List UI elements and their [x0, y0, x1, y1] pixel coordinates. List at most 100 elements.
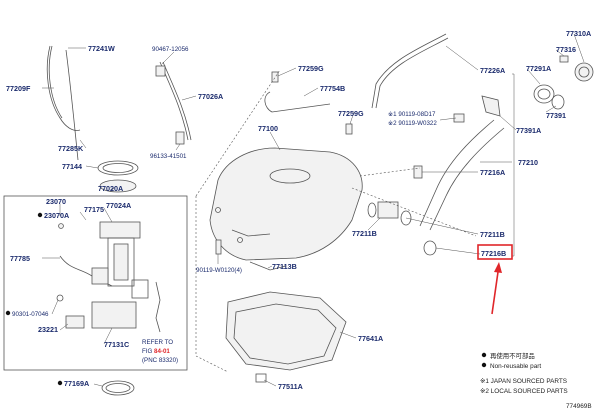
label-23070a[interactable]: 23070A [44, 211, 69, 220]
filler-neck [481, 95, 501, 117]
label-77259g-mid[interactable]: 77259G [338, 109, 364, 118]
part-90119-w0120: 90119-W0120 [196, 267, 235, 274]
leader-77211b-right [405, 217, 479, 235]
label-90119-08d17[interactable]: ※1 90119-08D17 [388, 111, 436, 118]
legend-dot-1 [481, 352, 487, 358]
leader-90119-08d17 [439, 117, 457, 121]
bolt-90119-w0120 [215, 239, 222, 255]
label-77210[interactable]: 77210 [518, 158, 538, 167]
pump-flange [99, 221, 141, 239]
protector-77641a [225, 291, 347, 371]
pump-motor [113, 243, 129, 281]
refer-line-2[interactable]: FIG 84-01 [142, 348, 170, 355]
vent-tube-77754b [264, 91, 331, 113]
clamp-77216b [423, 240, 437, 256]
label-77100[interactable]: 77100 [258, 124, 278, 133]
label-77175[interactable]: 77175 [84, 205, 104, 214]
leader-77285k [79, 139, 87, 149]
leader-77754b [303, 87, 319, 97]
label-77226a[interactable]: 77226A [480, 66, 505, 75]
diagram-id: 774969B [566, 403, 592, 410]
label-77291a[interactable]: 77291A [526, 64, 551, 73]
refer-fig-link[interactable]: 84-01 [154, 348, 170, 355]
leader-77211b [367, 217, 381, 231]
leader-77100 [269, 131, 281, 151]
label-90467-12056[interactable]: 90467-12056 [152, 46, 189, 53]
label-90119-w0120[interactable]: 90119-W0120(4) [196, 267, 242, 274]
leader-90301 [51, 299, 59, 315]
legend-item-4: ※2 LOCAL SOURCED PARTS [480, 388, 568, 395]
tube-77026a-inner [162, 61, 192, 141]
label-77511a[interactable]: 77511A [278, 382, 303, 391]
label-77391[interactable]: 77391 [546, 111, 566, 120]
leader-77131c [103, 327, 113, 345]
label-90119-w0322[interactable]: ※2 90119-W0322 [388, 120, 437, 127]
label-77316[interactable]: 77316 [556, 45, 576, 54]
clip-77511a [255, 373, 267, 383]
leader-23221 [59, 323, 69, 331]
cap-gasket-77291a [533, 84, 555, 104]
highlight-arrow-line [491, 271, 499, 315]
part-90119-w0322: 90119-W0322 [398, 120, 437, 127]
dash-boundary-left [195, 196, 229, 373]
clip-77259g-mid [345, 123, 353, 135]
tether-77316 [559, 55, 569, 63]
part-90119-08d17: 90119-08D17 [398, 111, 436, 118]
label-77209f[interactable]: 77209F [6, 84, 31, 93]
label-77259g-top[interactable]: 77259G [298, 64, 324, 73]
label-77131c[interactable]: 77131C [104, 340, 129, 349]
non-reusable-mark-23070a [37, 212, 43, 218]
mark-local: ※2 [388, 120, 397, 127]
leader-77391a [499, 115, 517, 131]
label-77211b[interactable]: 77211B [352, 229, 377, 238]
tank-bolt-2 [237, 237, 243, 243]
tank-strap-mount [231, 229, 271, 237]
label-77216a[interactable]: 77216A [480, 168, 505, 177]
label-77211b-right[interactable]: 77211B [480, 230, 505, 239]
label-77754b[interactable]: 77754B [320, 84, 345, 93]
leader-77316 [555, 49, 565, 57]
protector-77641a-inner [233, 303, 337, 365]
label-23221[interactable]: 23221 [38, 325, 58, 334]
filler-pipe-77210 [419, 119, 495, 227]
label-77310a[interactable]: 77310A [566, 29, 591, 38]
clamp-90467 [155, 65, 166, 77]
leader-77511a [263, 379, 277, 387]
label-23070[interactable]: 23070 [46, 197, 66, 206]
leader-96133 [175, 143, 181, 151]
label-96133-41501[interactable]: 96133-41501 [150, 153, 187, 160]
label-77285k[interactable]: 77285K [58, 144, 84, 153]
clip-77259g-top [271, 71, 279, 83]
label-77026a[interactable]: 77026A [198, 92, 223, 101]
label-77020a[interactable]: 77020A [98, 184, 123, 193]
gasket-77144-inner [102, 163, 134, 173]
label-77785[interactable]: 77785 [10, 254, 30, 263]
label-77024a[interactable]: 77024A [106, 201, 131, 210]
label-77113b[interactable]: 77113B [272, 262, 297, 271]
leader-77024a [103, 207, 113, 223]
label-77641a[interactable]: 77641A [358, 334, 383, 343]
label-77241w[interactable]: 77241W [88, 44, 115, 53]
pump-body [107, 237, 135, 287]
refer-line-1: REFER TO [142, 339, 173, 346]
clip-23070a [58, 223, 64, 229]
label-77144[interactable]: 77144 [62, 162, 82, 171]
hose-clamp-right [400, 210, 412, 226]
ring-77169a-inner [105, 383, 131, 393]
leader-77291a [527, 69, 541, 85]
leader-77020a [111, 185, 117, 191]
label-90301-07046[interactable]: 90301-07046 [12, 311, 49, 318]
leader-77259g-top [277, 67, 297, 77]
label-77169a[interactable]: 77169A [64, 379, 89, 388]
dash-boundary-mid [359, 167, 421, 177]
oring-90301 [56, 294, 64, 302]
label-77391a[interactable]: 77391A [516, 126, 541, 135]
filter-23221 [65, 315, 85, 329]
label-77216b[interactable]: 77216B [481, 249, 506, 258]
legend-item-1: 再使用不可部品 [490, 351, 535, 360]
pump-filter-77131c [91, 301, 137, 329]
pump-bracket [155, 281, 161, 333]
highlight-arrow-head [494, 262, 502, 273]
leader-77026a [181, 95, 197, 101]
grommet-96133 [175, 131, 185, 145]
